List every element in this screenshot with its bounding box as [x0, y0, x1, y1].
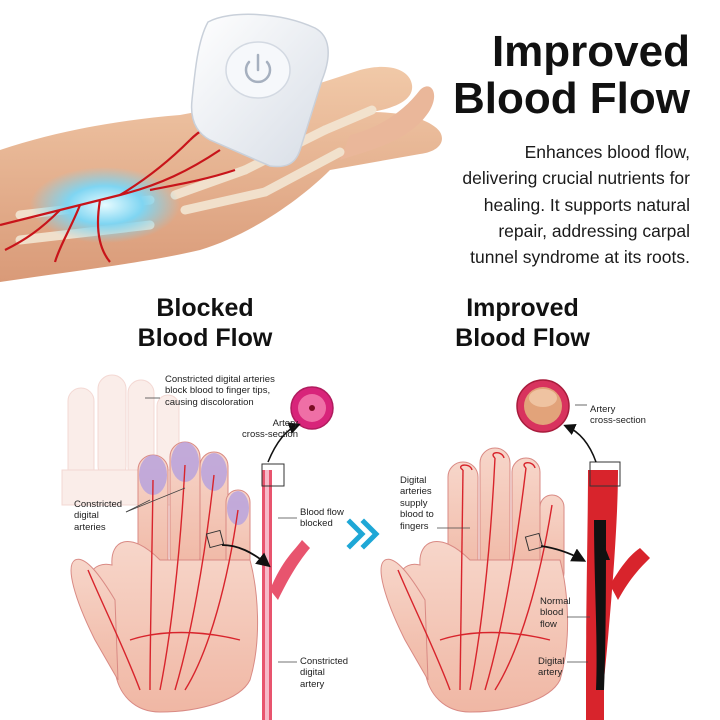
blocked-note-left: Constricted digital arteries [74, 499, 123, 533]
blocked-heading: Blocked Blood Flow [105, 293, 305, 353]
blocked-note-flow: Blood flow blocked [300, 507, 344, 530]
double-chevron-right-icon [346, 518, 380, 550]
headline-line-1: Improved [491, 27, 690, 76]
headline-line-2: Blood Flow [452, 74, 690, 124]
blocked-note-bottom: Constricted digital artery [300, 656, 349, 690]
description-line-4: repair, addressing carpal [498, 220, 690, 241]
improved-note-artery: Artery cross-section [590, 404, 646, 427]
description: Enhances blood flow, delivering crucial … [400, 139, 690, 270]
massage-device [190, 13, 329, 168]
improved-note-left: Digital arteries supply blood to fingers [400, 475, 434, 532]
improved-heading-line-1: Improved [466, 294, 579, 322]
blocked-artery [261, 463, 310, 720]
improved-heading-line-2: Blood Flow [455, 324, 590, 352]
description-line-3: healing. It supports natural [483, 194, 690, 215]
blocked-cross-section [290, 386, 334, 430]
blocked-hand-diagram [61, 374, 259, 713]
description-line-1: Enhances blood flow, [524, 142, 690, 162]
improved-artery [586, 461, 650, 720]
hero-hand-illustration [0, 13, 442, 282]
blood-flow-diagrams [61, 374, 650, 720]
improved-hand-diagram [380, 447, 569, 713]
blocked-note-artery: Artery cross-section [242, 418, 298, 441]
power-icon [244, 53, 272, 84]
description-line-5: tunnel syndrome at its roots. [470, 247, 690, 267]
improved-cross-section [516, 379, 570, 433]
improved-heading: Improved Blood Flow [420, 293, 625, 353]
headline: Improved Blood Flow [390, 28, 690, 122]
improved-note-bottom: Digital artery [538, 656, 565, 679]
blocked-heading-line-1: Blocked [156, 294, 254, 322]
improved-note-flow: Normal blood flow [540, 596, 571, 630]
blocked-heading-line-2: Blood Flow [137, 324, 273, 352]
description-line-2: delivering crucial nutrients for [462, 168, 690, 189]
blocked-note-top: Constricted digital arteries block blood… [165, 374, 275, 408]
